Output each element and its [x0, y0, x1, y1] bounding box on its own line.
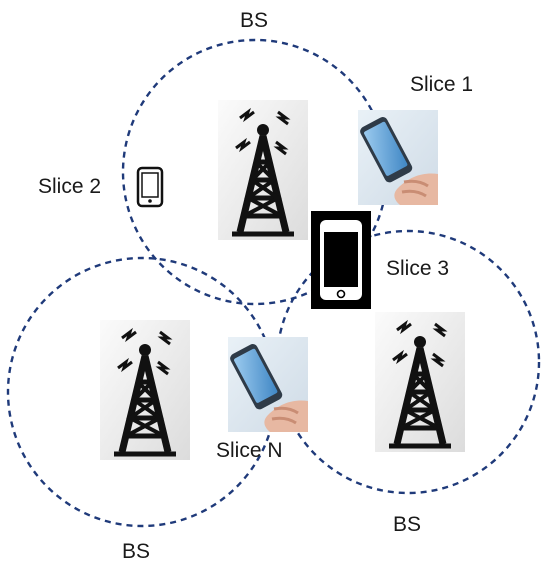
hand-holding-phone-icon — [356, 108, 440, 207]
large-phone-icon — [311, 211, 371, 309]
hand-holding-phone-icon — [226, 335, 310, 434]
slice-n-label: Slice N — [216, 439, 283, 462]
cell-tower-icon — [100, 320, 190, 460]
slice-2-label: Slice 2 — [38, 175, 102, 198]
base-station-label: BS — [122, 540, 151, 563]
base-station-label: BS — [240, 9, 269, 32]
slice-3-label: Slice 3 — [386, 257, 450, 280]
base-station-label: BS — [393, 513, 422, 536]
slice-1-label: Slice 1 — [410, 73, 474, 96]
cell-tower-icon — [218, 100, 308, 240]
small-phone-icon — [135, 165, 165, 209]
cell-tower-icon — [375, 312, 465, 452]
